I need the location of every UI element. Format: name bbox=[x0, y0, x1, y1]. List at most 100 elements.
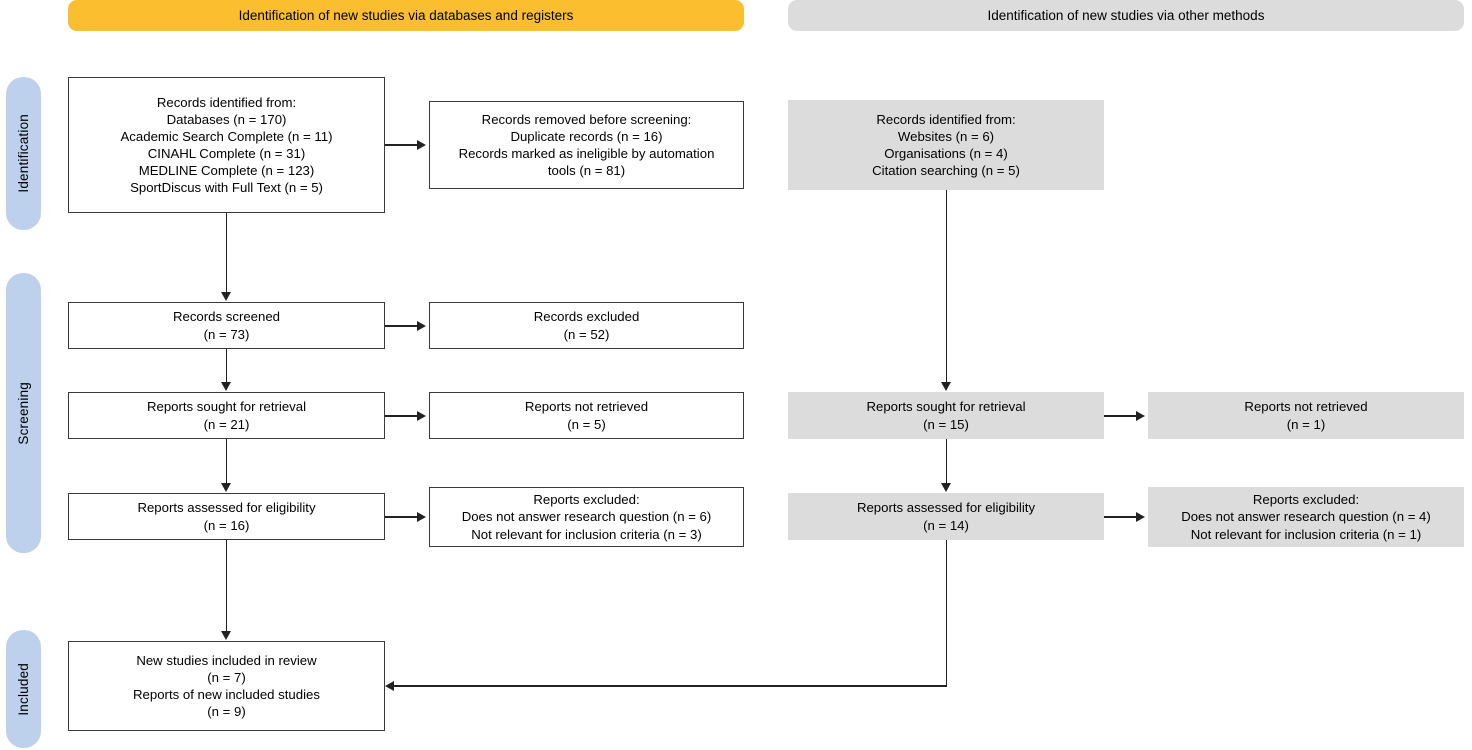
connector-sought-to-not-retrieved bbox=[385, 415, 419, 417]
connector-screened-to-sought bbox=[225, 349, 228, 383]
connector-screened-to-excluded bbox=[385, 325, 419, 327]
box-text-line: MEDLINE Complete (n = 123) bbox=[138, 163, 315, 179]
banner-other-methods: Identification of new studies via other … bbox=[788, 0, 1464, 31]
box-text-line: Records removed before screening: bbox=[481, 111, 692, 127]
box-new-studies-included-lines: New studies included in review(n = 7) Rep… bbox=[75, 652, 378, 721]
box-text-line: (n = 5) bbox=[567, 416, 606, 432]
box-text-line: Reports assessed for eligibility bbox=[137, 500, 316, 516]
box-text-line: Reports excluded: bbox=[533, 492, 640, 508]
arrowhead-identified-other-to-sought-other bbox=[941, 382, 951, 391]
box-records-removed-before-screening: Records removed before screening:Duplica… bbox=[429, 101, 744, 189]
connector-assessed-to-excluded bbox=[385, 516, 419, 518]
box-records-screened: Records screened(n = 73) bbox=[68, 302, 385, 349]
box-text-line: CINAHL Complete (n = 31) bbox=[147, 146, 306, 161]
arrowhead-screened-to-sought bbox=[221, 382, 231, 391]
box-text-line: Reports not retrieved bbox=[524, 399, 649, 415]
box-reports-sought-databases-lines: Reports sought for retrieval(n = 21) bbox=[75, 398, 378, 432]
box-reports-excluded-other-lines: Reports excluded:Does not answer researc… bbox=[1154, 491, 1458, 542]
box-text-line: (n = 9) bbox=[207, 704, 246, 720]
arrowhead-assessed-to-excluded bbox=[417, 511, 426, 522]
connector-assessed-other-to-included-horizontal bbox=[394, 685, 947, 687]
banner-other-methods-label: Identification of new studies via other … bbox=[987, 7, 1265, 23]
box-reports-excluded-databases: Reports excluded:Does not answer researc… bbox=[429, 487, 744, 547]
connector-sought-other-to-not-retrieved-other bbox=[1104, 415, 1138, 417]
box-reports-excluded-other: Reports excluded:Does not answer researc… bbox=[1148, 487, 1464, 547]
box-text-line: Not relevant for inclusion criteria (n =… bbox=[1190, 526, 1422, 542]
connector-identified-to-screened bbox=[225, 213, 228, 293]
box-text-line: Records excluded bbox=[533, 309, 640, 325]
box-text-line: Records identified from: bbox=[876, 111, 1016, 127]
box-text-line: Reports not retrieved bbox=[1244, 399, 1368, 415]
box-text-line: Databases (n = 170) bbox=[166, 111, 287, 127]
box-text-line: Records screened bbox=[172, 309, 281, 325]
connector-assessed-to-included bbox=[225, 540, 228, 632]
connector-sought-to-assessed bbox=[225, 439, 228, 484]
connector-assessed-other-to-excluded-other bbox=[1104, 516, 1138, 518]
box-records-identified-databases-lines: Records identified from:Databases (n = 1… bbox=[75, 94, 378, 197]
box-text-line: Organisations (n = 4) bbox=[884, 146, 1008, 161]
box-records-identified-other: Records identified from:Websites (n = 6)… bbox=[788, 100, 1104, 190]
box-text-line: Not relevant for inclusion criteria (n =… bbox=[471, 526, 702, 542]
box-text-line: (n = 1) bbox=[1286, 416, 1326, 432]
box-text-line: New studies included in review bbox=[136, 652, 317, 668]
box-reports-assessed-other: Reports assessed for eligibility(n = 14) bbox=[788, 493, 1104, 540]
stage-label-included: Included bbox=[16, 662, 31, 716]
box-records-identified-databases: Records identified from:Databases (n = 1… bbox=[68, 77, 385, 213]
box-text-line: (n = 52) bbox=[563, 326, 610, 342]
arrowhead-sought-other-to-not-retrieved-other bbox=[1136, 410, 1145, 421]
box-reports-assessed-databases: Reports assessed for eligibility(n = 16) bbox=[68, 493, 385, 540]
arrowhead-sought-to-not-retrieved bbox=[417, 410, 426, 421]
box-text-line: Citation searching (n = 5) bbox=[872, 163, 1020, 179]
connector-identified-other-to-sought-other bbox=[945, 190, 948, 383]
box-text-line: Websites (n = 6) bbox=[897, 128, 995, 144]
box-text-line: Reports of new included studies bbox=[133, 687, 320, 702]
box-text-line: Reports sought for retrieval bbox=[146, 399, 307, 415]
banner-databases-and-registers: Identification of new studies via databa… bbox=[68, 0, 744, 31]
box-text-line: tools (n = 81) bbox=[547, 163, 626, 179]
box-text-line: SportDiscus with Full Text (n = 5) bbox=[130, 180, 323, 196]
stage-label-screening: Screening bbox=[16, 381, 31, 445]
banner-databases-label: Identification of new studies via databa… bbox=[238, 7, 574, 23]
stage-label-identification: Identification bbox=[16, 114, 31, 193]
box-reports-not-retrieved-databases: Reports not retrieved(n = 5) bbox=[429, 392, 744, 439]
box-text-line: Does not answer research question (n = 4… bbox=[1181, 509, 1431, 525]
arrowhead-identified-to-screened bbox=[221, 292, 231, 301]
box-text-line: Reports sought for retrieval bbox=[866, 399, 1026, 415]
box-new-studies-included: New studies included in review(n = 7) Rep… bbox=[68, 641, 385, 731]
box-text-line: (n = 14) bbox=[923, 517, 969, 533]
box-text-line: (n = 16) bbox=[203, 517, 250, 533]
connector-assessed-other-to-included-vertical bbox=[945, 540, 948, 686]
box-text-line: (n = 7) bbox=[207, 669, 246, 685]
connector-identified-to-removed bbox=[385, 144, 419, 146]
box-reports-sought-other: Reports sought for retrieval(n = 15) bbox=[788, 392, 1104, 439]
box-records-identified-other-lines: Records identified from:Websites (n = 6)… bbox=[794, 111, 1098, 180]
box-records-excluded: Records excluded(n = 52) bbox=[429, 302, 744, 349]
arrowhead-sought-to-assessed bbox=[221, 483, 231, 492]
box-text-line: Records identified from: bbox=[156, 94, 297, 110]
arrowhead-assessed-other-to-included bbox=[385, 681, 394, 691]
box-text-line: Records marked as ineligible by automati… bbox=[458, 146, 715, 161]
box-reports-not-retrieved-other: Reports not retrieved(n = 1) bbox=[1148, 392, 1464, 439]
box-reports-sought-databases: Reports sought for retrieval(n = 21) bbox=[68, 392, 385, 439]
arrowhead-assessed-other-to-excluded-other bbox=[1136, 511, 1145, 522]
box-records-removed-lines: Records removed before screening:Duplica… bbox=[436, 111, 737, 180]
box-text-line: Academic Search Complete (n = 11) bbox=[120, 128, 333, 144]
box-text-line: Reports excluded: bbox=[1252, 492, 1360, 508]
box-reports-assessed-databases-lines: Reports assessed for eligibility(n = 16) bbox=[75, 499, 378, 533]
box-reports-assessed-other-lines: Reports assessed for eligibility(n = 14) bbox=[794, 499, 1098, 533]
box-records-screened-lines: Records screened(n = 73) bbox=[75, 308, 378, 342]
arrowhead-assessed-to-included bbox=[221, 631, 231, 640]
box-text-line: Duplicate records (n = 16) bbox=[510, 128, 663, 144]
box-reports-excluded-databases-lines: Reports excluded:Does not answer researc… bbox=[436, 491, 737, 542]
stage-pill-included: Included bbox=[6, 630, 41, 748]
arrowhead-sought-other-to-assessed-other bbox=[941, 483, 951, 492]
box-records-excluded-lines: Records excluded(n = 52) bbox=[436, 308, 737, 342]
connector-sought-other-to-assessed-other bbox=[945, 439, 948, 484]
box-reports-not-retrieved-other-lines: Reports not retrieved(n = 1) bbox=[1154, 398, 1458, 432]
stage-pill-screening: Screening bbox=[6, 273, 41, 553]
box-text-line: Does not answer research question (n = 6… bbox=[461, 509, 712, 525]
arrowhead-screened-to-excluded bbox=[417, 320, 426, 331]
box-reports-sought-other-lines: Reports sought for retrieval(n = 15) bbox=[794, 398, 1098, 432]
arrowhead-identified-to-removed bbox=[417, 139, 426, 150]
